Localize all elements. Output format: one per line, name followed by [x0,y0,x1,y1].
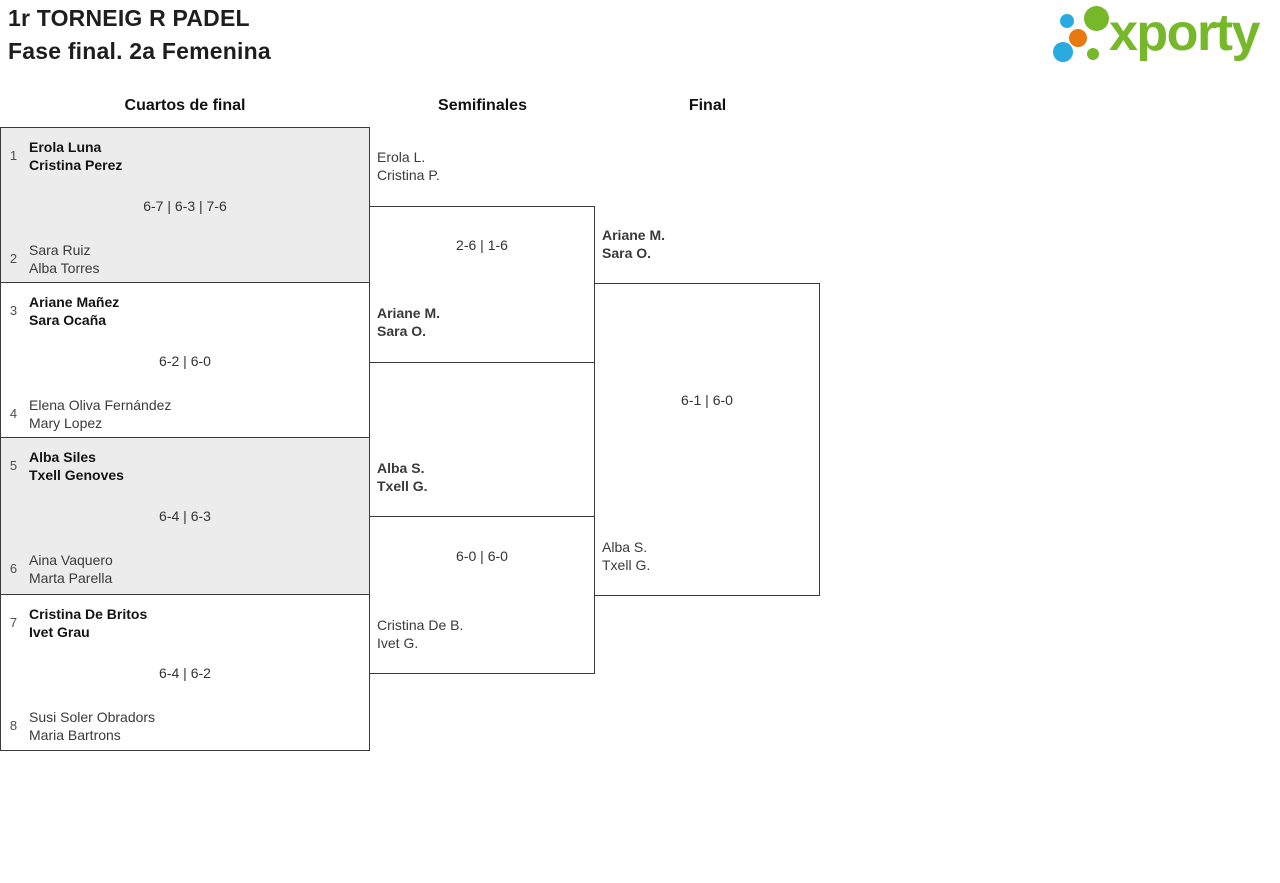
player-name: Ivet Grau [29,624,90,640]
player-name: Alba S. [377,460,425,476]
team-pair: Aina Vaquero Marta Parella [29,551,363,587]
player-name: Txell Genoves [29,467,124,483]
player-name: Alba Torres [29,260,100,276]
seed-number: 1 [9,148,18,163]
player-name: Ariane M. [602,227,666,243]
semifinal-match-2[interactable] [369,516,595,674]
seed-number: 8 [9,718,18,733]
team-pair: Susi Soler Obradors Maria Bartrons [29,708,363,744]
player-name: Erola Luna [29,139,102,155]
seed-number: 2 [9,251,18,266]
team-pair: Cristina De B. Ivet G. [377,616,463,652]
player-name: Ivet G. [377,635,419,651]
player-name: Cristina Perez [29,157,123,173]
match-score: 6-2 | 6-0 [159,353,211,369]
team-pair-winner: Cristina De Britos Ivet Grau [29,605,363,641]
team-pair-winner: Alba Siles Txell Genoves [29,448,363,484]
page-title: 1r TORNEIG R PADEL Fase final. 2a Femeni… [8,2,271,68]
player-name: Maria Bartrons [29,727,121,743]
semifinal-match-1[interactable] [369,206,595,363]
seed-number: 4 [9,406,18,421]
match-score: 6-7 | 6-3 | 7-6 [143,198,227,214]
player-name: Cristina P. [377,167,440,183]
player-name: Susi Soler Obradors [29,709,156,725]
player-name: Cristina De Britos [29,606,148,622]
team-pair-winner: Ariane M. Sara O. [602,226,665,262]
quarterfinal-match-4[interactable]: 7 Cristina De Britos Ivet Grau 6-4 | 6-2… [0,594,370,751]
player-name: Aina Vaquero [29,552,113,568]
team-pair: Alba S. Txell G. [602,538,650,574]
match-score: 2-6 | 1-6 [456,237,508,253]
player-name: Sara Ruiz [29,242,91,258]
seed-number: 3 [9,303,18,318]
player-name: Marta Parella [29,570,113,586]
column-header-semifinals: Semifinales [438,97,527,114]
tournament-name: 1r TORNEIG R PADEL [8,5,250,31]
player-name: Cristina De B. [377,617,464,633]
xporty-logo-text: xporty [1109,4,1260,62]
seed-number: 5 [9,458,18,473]
logo-dot-icon [1069,29,1087,47]
seed-number: 7 [9,615,18,630]
player-name: Mary Lopez [29,415,103,431]
phase-name: Fase final. 2a Femenina [8,38,271,64]
player-name: Sara Ocaña [29,312,107,328]
player-name: Alba Siles [29,449,96,465]
player-name: Ariane M. [377,305,441,321]
quarterfinal-match-1[interactable]: 1 Erola Luna Cristina Perez 6-7 | 6-3 | … [0,127,370,284]
player-name: Txell G. [602,557,651,573]
column-header-quarterfinals: Cuartos de final [124,97,246,114]
team-pair-winner: Ariane Mañez Sara Ocaña [29,293,363,329]
column-header-final: Final [688,97,727,114]
team-pair-winner: Ariane M. Sara O. [377,304,440,340]
player-name: Erola L. [377,149,426,165]
team-pair: Erola L. Cristina P. [377,148,440,184]
match-score: 6-4 | 6-2 [159,665,211,681]
quarterfinal-match-3[interactable]: 5 Alba Siles Txell Genoves 6-4 | 6-3 6 A… [0,437,370,595]
logo-dot-icon [1060,14,1074,28]
player-name: Alba S. [602,539,648,555]
team-pair-winner: Alba S. Txell G. [377,459,428,495]
team-pair: Sara Ruiz Alba Torres [29,241,363,277]
logo-dot-icon [1087,48,1099,60]
logo-dot-icon [1053,42,1073,62]
player-name: Elena Oliva Fernández [29,397,172,413]
quarterfinal-match-2[interactable]: 3 Ariane Mañez Sara Ocaña 6-2 | 6-0 4 El… [0,282,370,439]
player-name: Sara O. [602,245,652,261]
team-pair-winner: Erola Luna Cristina Perez [29,138,363,174]
player-name: Txell G. [377,478,428,494]
final-match[interactable] [594,283,820,596]
match-score: 6-4 | 6-3 [159,508,211,524]
seed-number: 6 [9,561,18,576]
xporty-logo: xporty [1045,5,1280,71]
team-pair: Elena Oliva Fernández Mary Lopez [29,396,363,432]
player-name: Sara O. [377,323,427,339]
logo-dot-icon [1084,6,1109,31]
match-score: 6-0 | 6-0 [456,548,508,564]
match-score: 6-1 | 6-0 [681,392,733,408]
player-name: Ariane Mañez [29,294,120,310]
